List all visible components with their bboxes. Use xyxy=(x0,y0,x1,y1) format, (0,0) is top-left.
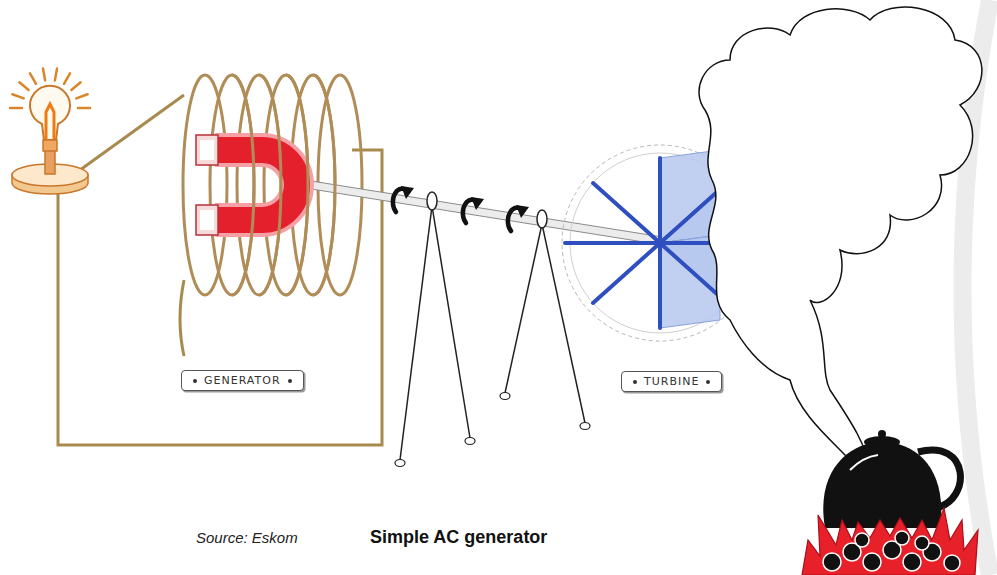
horseshoe-magnet xyxy=(215,150,297,220)
part-name: TURBINE xyxy=(644,375,699,388)
arrow-head xyxy=(401,186,414,199)
source-note: Source: Eskom xyxy=(196,529,298,546)
coil-loop xyxy=(183,75,227,295)
foot xyxy=(580,423,590,430)
bearing xyxy=(537,210,547,228)
coal xyxy=(855,533,869,547)
arrow-head xyxy=(471,197,484,210)
rotation-arrows xyxy=(393,189,523,231)
ray xyxy=(71,82,80,90)
foot xyxy=(500,393,510,400)
coil-front xyxy=(232,75,335,295)
ray xyxy=(10,107,22,110)
bullet-dot xyxy=(706,380,710,384)
ray xyxy=(64,73,70,83)
stand-leg xyxy=(542,224,585,423)
coil-loop xyxy=(232,75,254,295)
ray xyxy=(55,69,57,81)
bullet-dot xyxy=(633,380,637,384)
stand-leg xyxy=(432,206,470,438)
ray xyxy=(30,73,36,83)
bulb-base xyxy=(43,140,57,151)
kettle-highlight xyxy=(850,455,878,470)
kettle-handle xyxy=(918,450,960,508)
shaft xyxy=(305,180,700,251)
bulb-glass xyxy=(30,86,70,140)
coil-loop xyxy=(210,75,254,295)
coil-loop xyxy=(313,75,335,295)
coal xyxy=(944,555,960,571)
magnet-shadow xyxy=(215,150,297,220)
wire xyxy=(58,150,382,445)
name-plate: GENERATOR xyxy=(181,370,304,391)
pole-face xyxy=(200,210,214,230)
spoke xyxy=(593,243,660,303)
coal xyxy=(915,536,929,550)
magnet-pole xyxy=(196,205,218,235)
foot xyxy=(465,438,475,445)
spoke xyxy=(658,158,662,243)
coil-loop xyxy=(286,75,308,295)
part-name: GENERATOR xyxy=(204,374,281,387)
wire xyxy=(180,280,184,356)
coil-loop xyxy=(259,75,281,295)
coal xyxy=(823,553,841,571)
coal xyxy=(895,531,909,545)
ray xyxy=(12,94,23,98)
name-plate: TURBINE xyxy=(621,371,722,392)
spoke xyxy=(658,243,662,328)
coal xyxy=(863,553,881,571)
kettle-body xyxy=(823,442,941,528)
spoke xyxy=(565,241,660,245)
rotation-arrow-heads xyxy=(401,186,529,218)
kettle-knob xyxy=(878,430,886,438)
ray xyxy=(76,94,87,98)
bulb-stem xyxy=(45,150,55,174)
steam-cloud xyxy=(699,7,982,470)
coals xyxy=(823,531,960,571)
foot xyxy=(395,460,405,467)
bullet-dot xyxy=(193,379,197,383)
wire xyxy=(80,95,184,170)
magnet-pole xyxy=(196,135,218,165)
spoke xyxy=(593,183,660,243)
coil xyxy=(183,75,362,295)
figure-caption: Simple AC generator xyxy=(370,527,547,548)
stand-leg xyxy=(400,206,432,460)
shaft-stands xyxy=(400,192,585,460)
bulb-filament xyxy=(46,104,54,140)
bearing xyxy=(427,192,437,210)
coal xyxy=(903,553,921,571)
ray xyxy=(78,107,90,110)
ray xyxy=(43,69,45,81)
arrow-head xyxy=(516,205,529,218)
pole-face xyxy=(200,140,214,160)
ray xyxy=(19,82,28,90)
stand-leg xyxy=(505,224,542,393)
fire xyxy=(802,508,978,575)
stand-feet xyxy=(395,393,590,467)
bullet-dot xyxy=(288,379,292,383)
coil-loop xyxy=(237,75,281,295)
